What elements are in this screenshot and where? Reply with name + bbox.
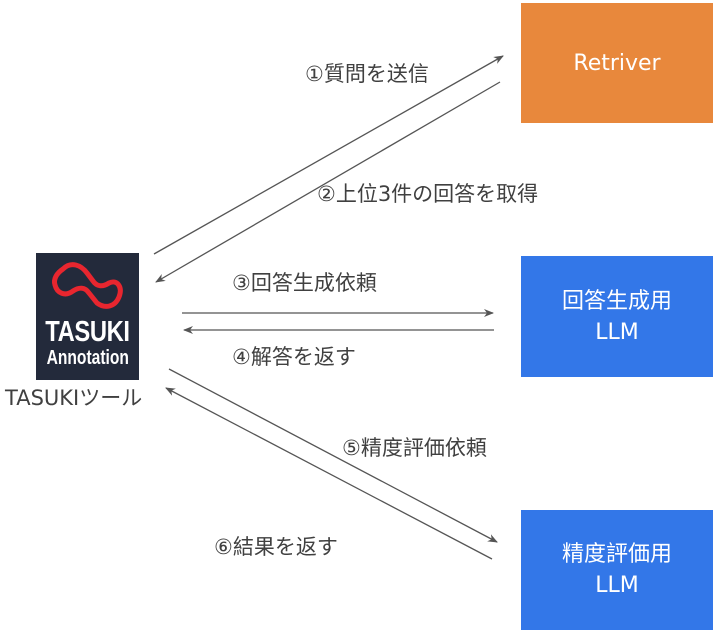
step-4-label: ④解答を返す [232,345,356,369]
tasuki-annotation-logo: TASUKI Annotation [36,253,139,380]
evaluation-llm-label-line2: LLM [595,573,639,598]
step-5-label: ⑤精度評価依頼 [342,436,487,460]
logo-subtitle: Annotation [46,347,129,369]
step-3-label: ③回答生成依頼 [232,271,377,295]
retriever-node: Retriver [521,3,713,123]
retriever-label: Retriver [573,50,661,76]
generation-llm-node: 回答生成用 LLM [521,256,713,377]
evaluation-llm-node: 精度評価用 LLM [521,510,713,630]
arrow-step-6 [165,387,493,560]
generation-llm-label-line1: 回答生成用 [561,288,672,314]
step-2-label: ②上位3件の回答を取得 [317,182,539,206]
evaluation-llm-label-line1: 精度評価用 [561,542,672,567]
tasuki-loop-icon [51,262,123,309]
step-1-label: ①質問を送信 [305,62,429,86]
step-6-label: ⑥結果を返す [214,535,338,559]
generation-llm-label-line2: LLM [595,319,639,345]
logo-title: TASUKI [45,316,130,348]
tool-label: TASUKIツール [5,386,143,410]
